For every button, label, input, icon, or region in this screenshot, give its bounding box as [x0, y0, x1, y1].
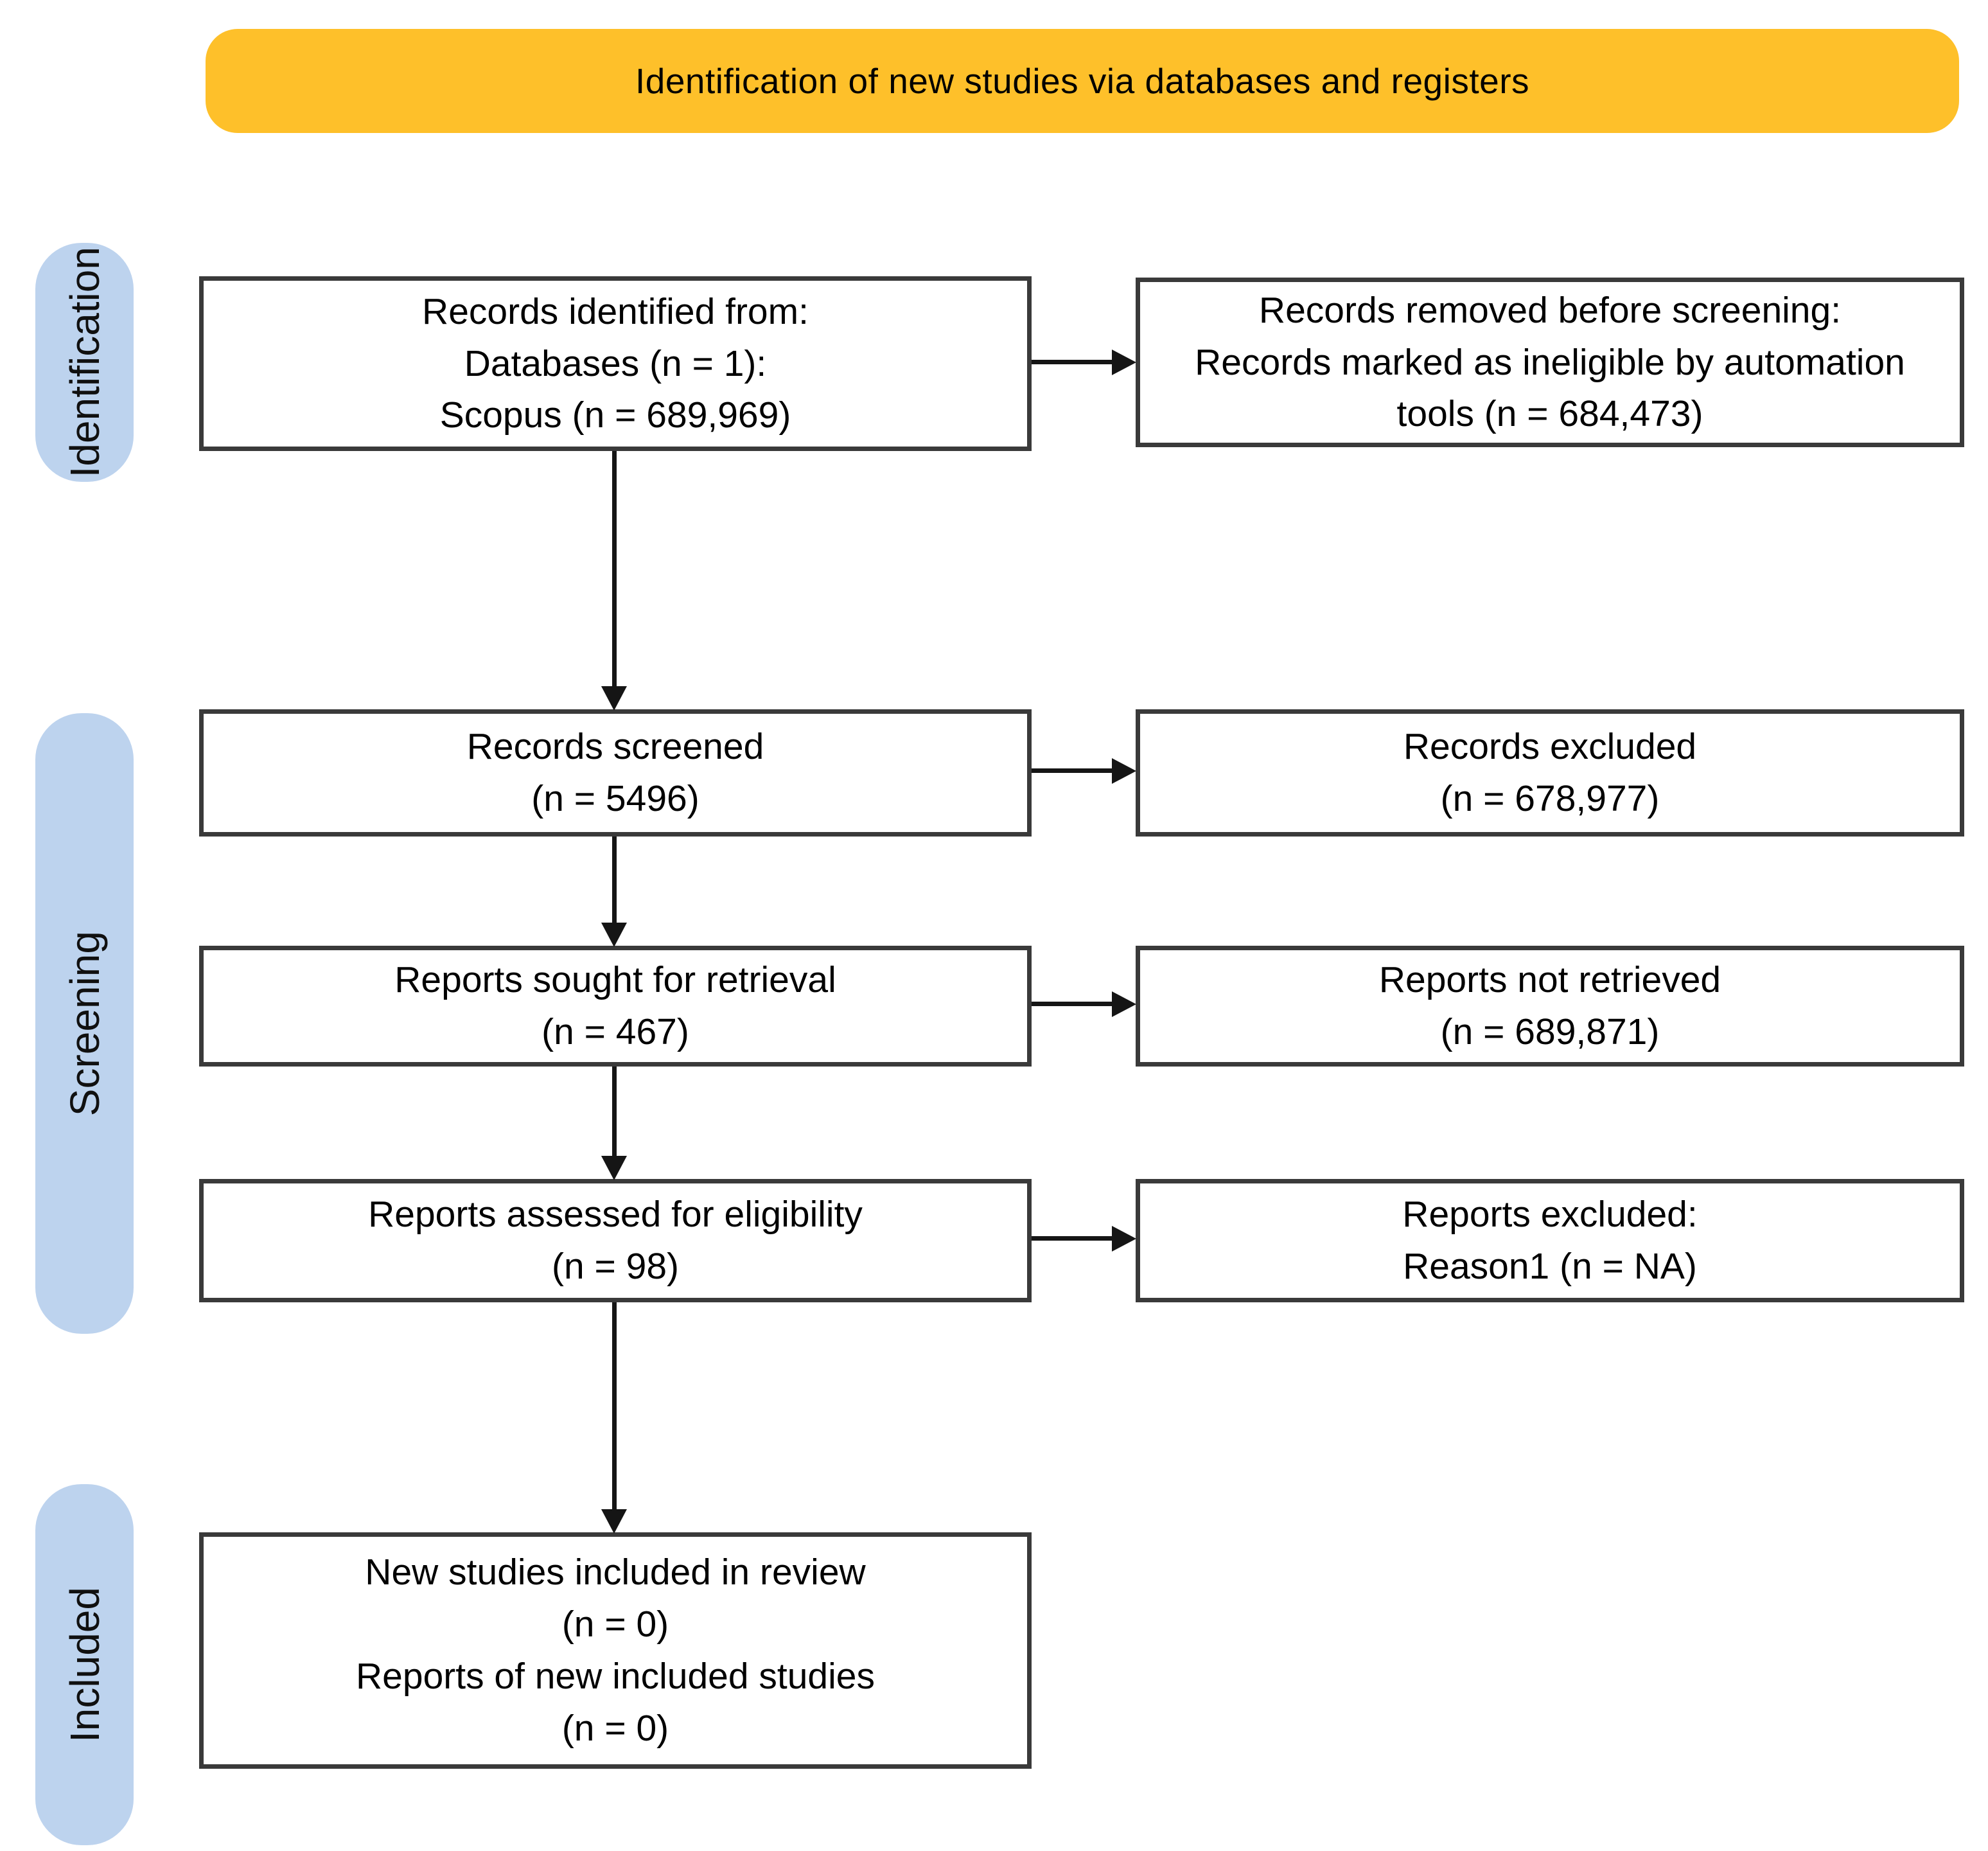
box-line: Databases (n = 1):: [464, 342, 767, 384]
arrowhead-icon: [601, 686, 627, 711]
box-line: (n = 0): [561, 1707, 669, 1749]
box-records-excluded: Records excluded (n = 678,977): [1136, 709, 1964, 837]
box-reports-not-retrieved: Reports not retrieved (n = 689,871): [1136, 946, 1964, 1067]
box-reports-sought: Reports sought for retrieval (n = 467): [199, 946, 1032, 1067]
box-line: New studies included in review: [365, 1552, 866, 1593]
arrow-line: [1032, 1002, 1114, 1006]
box-line: Records excluded: [1403, 726, 1697, 768]
box-records-screened: Records screened (n = 5496): [199, 709, 1032, 837]
arrowhead-icon: [601, 923, 627, 947]
box-line: Records screened: [466, 726, 764, 768]
stage-included: Included: [35, 1484, 134, 1845]
stage-identification-label: Identification: [61, 247, 108, 478]
box-records-identified: Records identified from: Databases (n = …: [199, 276, 1032, 451]
box-line: Reports excluded:: [1402, 1194, 1698, 1235]
banner-title: Identification of new studies via databa…: [206, 29, 1959, 133]
arrowhead-icon: [1112, 991, 1136, 1017]
box-line: (n = 678,977): [1440, 778, 1660, 819]
box-line: (n = 98): [551, 1246, 680, 1287]
box-line: tools (n = 684,473): [1396, 393, 1703, 435]
banner-title-label: Identification of new studies via databa…: [635, 61, 1530, 101]
arrow-line: [1032, 768, 1114, 773]
stage-screening-label: Screening: [61, 930, 108, 1117]
stage-screening: Screening: [35, 713, 134, 1334]
box-records-removed: Records removed before screening: Record…: [1136, 278, 1964, 447]
box-line: Scopus (n = 689,969): [439, 394, 791, 436]
arrowhead-icon: [1112, 1226, 1136, 1252]
stage-included-label: Included: [61, 1587, 108, 1742]
box-line: Reports sought for retrieval: [394, 959, 836, 1001]
arrowhead-icon: [1112, 758, 1136, 784]
arrow-line: [1032, 360, 1114, 364]
arrow-line: [1032, 1236, 1114, 1241]
box-line: (n = 467): [541, 1011, 689, 1052]
arrow-line: [612, 1302, 617, 1510]
box-reports-excluded: Reports excluded: Reason1 (n = NA): [1136, 1179, 1964, 1302]
arrow-line: [612, 837, 617, 924]
box-line: (n = 0): [561, 1604, 669, 1645]
box-line: (n = 5496): [531, 778, 699, 819]
box-line: Reports assessed for eligibility: [368, 1194, 863, 1235]
arrow-line: [612, 451, 617, 689]
box-new-studies-included: New studies included in review (n = 0) R…: [199, 1532, 1032, 1769]
box-reports-assessed: Reports assessed for eligibility (n = 98…: [199, 1179, 1032, 1302]
box-line: Reason1 (n = NA): [1403, 1246, 1697, 1287]
arrowhead-icon: [601, 1509, 627, 1534]
box-line: (n = 689,871): [1440, 1011, 1660, 1052]
stage-identification: Identification: [35, 243, 134, 482]
box-line: Reports of new included studies: [356, 1656, 875, 1697]
box-line: Records removed before screening:: [1258, 289, 1842, 331]
arrow-line: [612, 1067, 617, 1157]
arrowhead-icon: [1112, 350, 1136, 375]
box-line: Records identified from:: [422, 290, 809, 332]
box-line: Records marked as ineligible by automati…: [1195, 341, 1905, 383]
arrowhead-icon: [601, 1156, 627, 1180]
box-line: Reports not retrieved: [1378, 959, 1721, 1001]
